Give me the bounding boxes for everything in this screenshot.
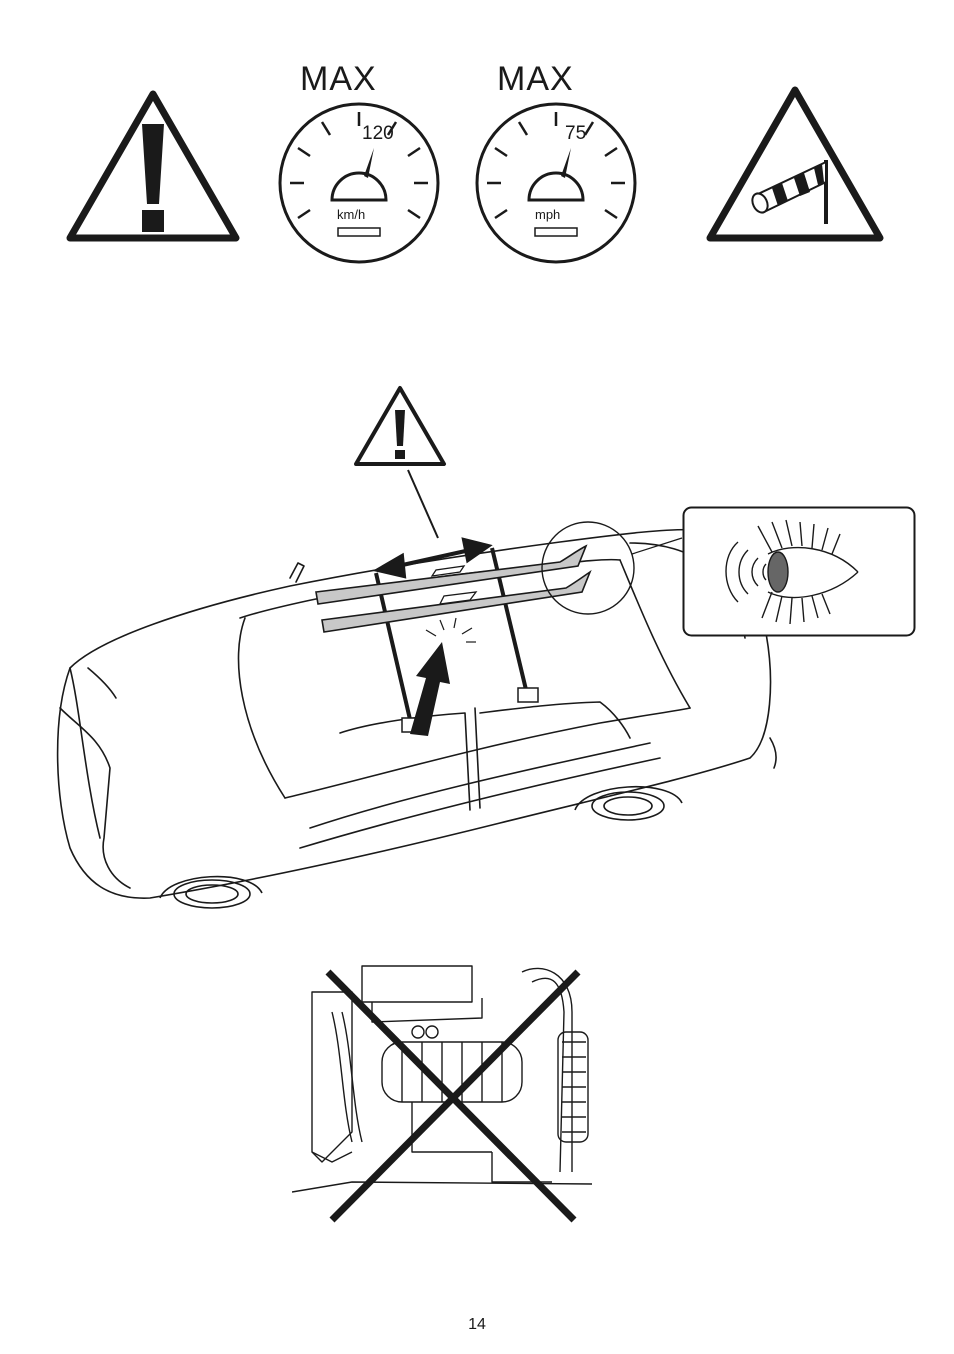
- speed-limit-sign-mph: MAX 75 mph: [473, 60, 639, 270]
- page-number: 14: [0, 1316, 954, 1334]
- speed-limit-sign-kmh: MAX 120 km/h: [276, 60, 442, 270]
- max-heading: MAX: [497, 60, 574, 99]
- car-roof-rack-illustration: [40, 378, 920, 938]
- speed-unit: km/h: [337, 207, 365, 222]
- speed-value: 120: [362, 123, 394, 145]
- max-heading: MAX: [300, 60, 377, 99]
- warning-exclamation-icon: [62, 86, 244, 246]
- warning-exclamation-icon: [356, 388, 444, 538]
- crosswind-windsock-icon: [702, 82, 888, 248]
- speed-value: 75: [565, 123, 586, 145]
- speed-unit: mph: [535, 207, 560, 222]
- no-car-wash-icon: [292, 952, 612, 1232]
- eye-inspect-icon: [682, 506, 916, 638]
